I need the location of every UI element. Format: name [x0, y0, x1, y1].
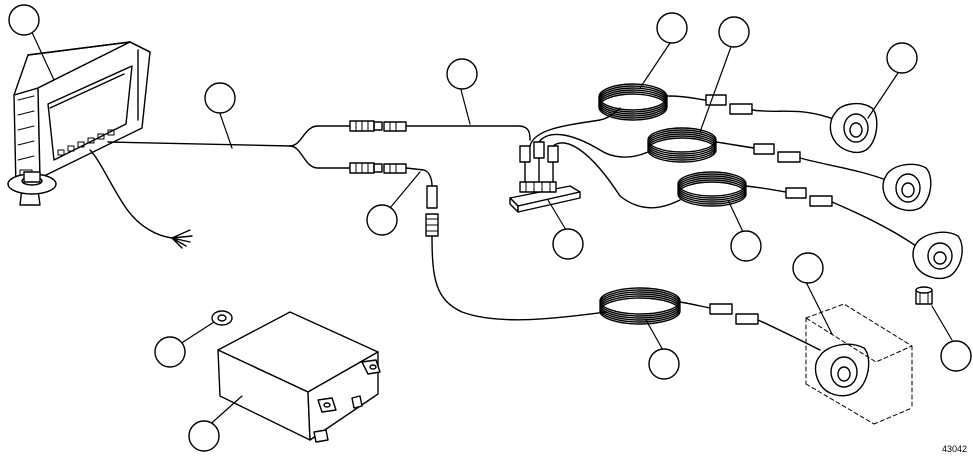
callout-3 [446, 58, 478, 90]
callout-1 [8, 4, 40, 36]
camera-4 [814, 343, 870, 397]
callout-14 [188, 420, 220, 452]
camera-2 [882, 163, 932, 212]
callout-6 [886, 42, 918, 74]
camera-mount-envelope [805, 303, 913, 425]
figure-id-label: 43042 [941, 444, 967, 454]
callout-10 [792, 252, 824, 284]
control-box [217, 311, 381, 443]
camera-1 [829, 102, 878, 154]
washer [211, 310, 233, 326]
hex-nut [915, 286, 933, 305]
camera-3 [912, 231, 963, 280]
lower-branch-cable [425, 185, 607, 321]
callout-11 [940, 340, 972, 372]
main-harness [107, 120, 531, 187]
callout-12 [154, 336, 186, 368]
monitor-pigtail [89, 149, 193, 249]
callout-circles [8, 4, 972, 452]
cable-coil-4 [599, 287, 821, 351]
callout-8 [552, 228, 584, 260]
callout-4 [656, 12, 688, 44]
callout-9 [730, 230, 762, 262]
cable-coil-1 [598, 83, 837, 121]
cable-coil-3 [677, 171, 917, 247]
callout-13 [648, 348, 680, 380]
callout-2 [204, 82, 236, 114]
monitor [7, 41, 151, 206]
splitter-block [509, 141, 581, 213]
callout-leaders [29, 27, 953, 429]
cable-coil-2 [647, 127, 887, 181]
callout-7 [366, 204, 398, 236]
callout-5 [718, 16, 750, 48]
